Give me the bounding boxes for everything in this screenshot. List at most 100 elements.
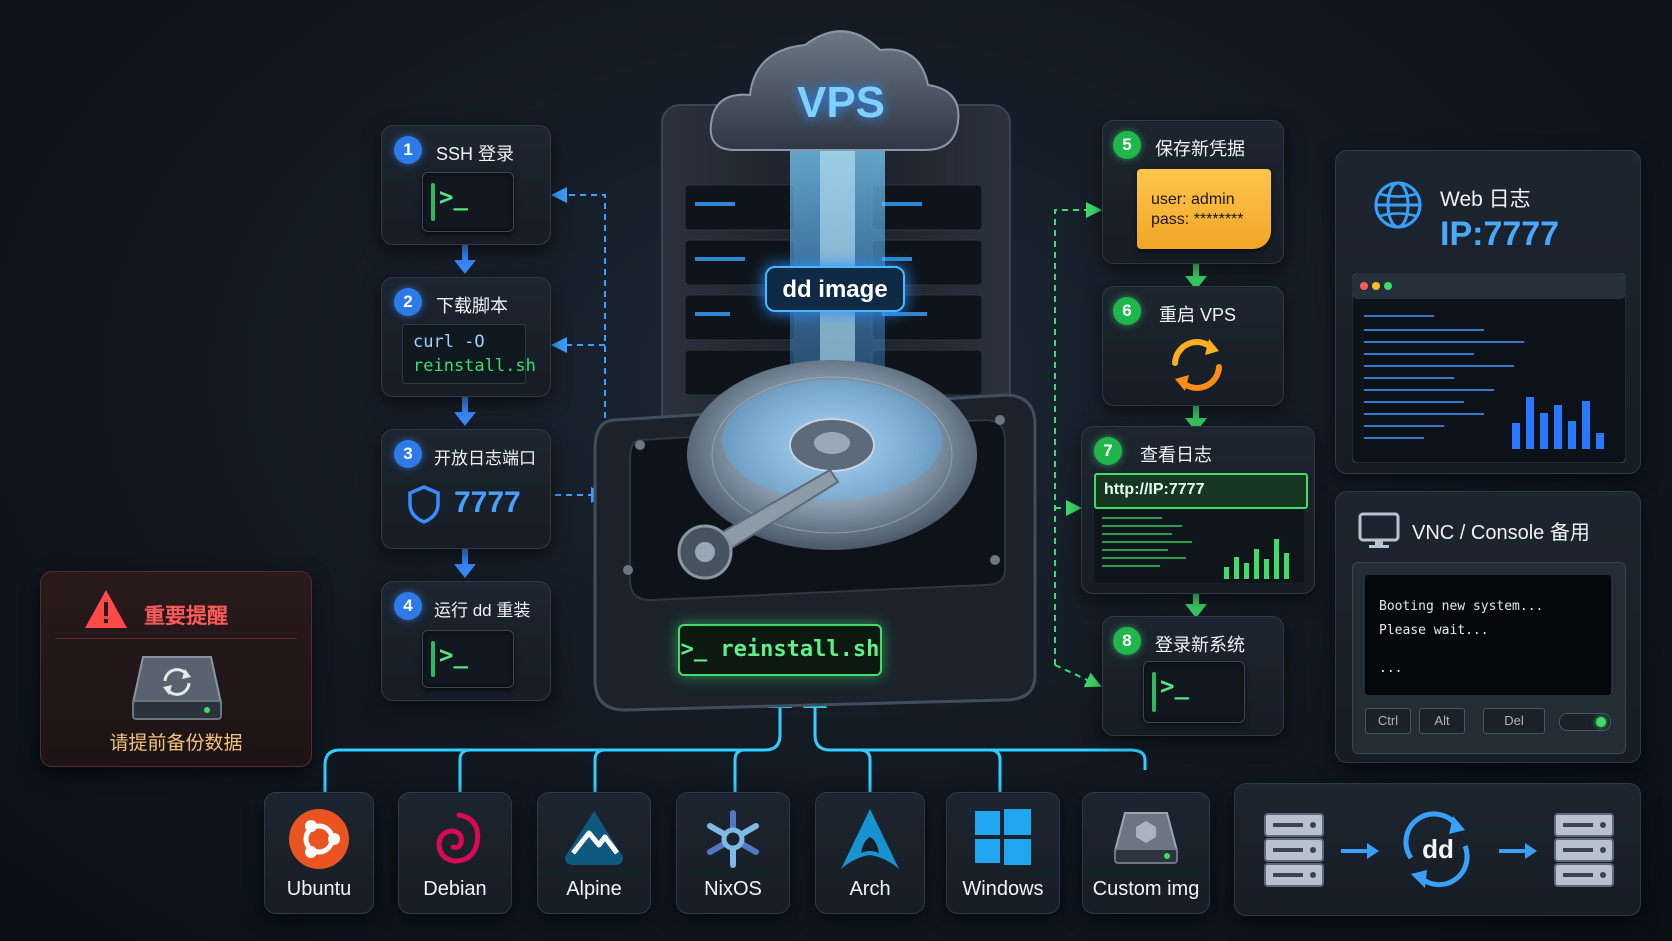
target-server-icon [1554, 813, 1614, 887]
step-7-title: 查看日志 [1140, 445, 1212, 465]
note-line-user: user: admin [1151, 191, 1235, 208]
step-3-card: 3 开放日志端口 7777 [381, 429, 551, 549]
weblog-panel: Web 日志 IP:7777 [1335, 150, 1641, 474]
os-label: Custom img [1092, 878, 1200, 900]
os-label: NixOS [704, 878, 762, 900]
dd-cycle-icon [1403, 811, 1470, 888]
code-line-2: reinstall.sh [413, 356, 536, 376]
os-tile-debian[interactable]: Debian [398, 792, 512, 914]
alpine-icon [565, 811, 623, 865]
step-4-title: 运行 dd 重装 [434, 601, 531, 620]
warning-text: 请提前备份数据 [109, 733, 243, 754]
weblog-browser-window [1352, 273, 1626, 463]
vnc-screen: Booting new system... Please wait... ...… [1352, 562, 1626, 754]
os-tree-right [803, 684, 1147, 770]
refresh-icon [1172, 339, 1222, 391]
warning-panel: 重要提醒 请提前备份数据 [40, 571, 312, 767]
arch-icon [841, 809, 899, 869]
step-1-title: SSH 登录 [436, 144, 515, 164]
os-label: Arch [849, 878, 891, 900]
backup-disk-icon [131, 656, 223, 720]
ubuntu-icon [289, 809, 349, 869]
os-label: Debian [423, 878, 487, 900]
source-server-icon [1264, 813, 1324, 887]
step-8-badge: 8 [1113, 627, 1141, 655]
terminal-icon: >_ [1143, 661, 1245, 723]
log-url-bar: http://IP:7777 [1094, 473, 1308, 509]
step-8-card: 8 登录新系统 >_ [1102, 616, 1284, 736]
link-step1 [551, 187, 606, 550]
shield-icon [408, 485, 440, 524]
os-tree [323, 684, 792, 792]
step-4-badge: 4 [394, 592, 422, 620]
vnc-line-3: ... [1379, 661, 1403, 676]
warning-icon [85, 590, 127, 628]
step-1-badge: 1 [394, 136, 422, 164]
os-tile-nixos[interactable]: NixOS [676, 792, 790, 914]
log-preview [1094, 509, 1304, 583]
os-label: Alpine [566, 878, 622, 900]
log-url: http://IP:7777 [1104, 481, 1205, 498]
link-step5 [1054, 202, 1102, 665]
link-step8 [1054, 664, 1102, 688]
debian-icon [436, 812, 481, 864]
reinstall-command-label: >_ reinstall.sh [678, 624, 882, 676]
os-tile-custom-img[interactable]: Custom img [1082, 792, 1210, 914]
vnc-line-1: Booting new system... [1379, 599, 1544, 614]
os-tile-windows[interactable]: Windows [946, 792, 1060, 914]
step-4-card: 4 运行 dd 重装 >_ [381, 581, 551, 701]
port-number: 7777 [454, 486, 521, 519]
step-2-title: 下载脚本 [436, 296, 508, 316]
download-code-box: curl -O reinstall.sh [402, 324, 536, 384]
dd-cycle-label: dd [1422, 834, 1454, 864]
step-5-card: 5 保存新凭据 user: admin pass: ******** [1102, 120, 1284, 264]
globe-icon [1374, 181, 1422, 229]
step-2-badge: 2 [394, 288, 422, 316]
key-del-button[interactable]: Del [1483, 708, 1545, 734]
vnc-console: Booting new system... Please wait... ... [1365, 575, 1611, 695]
vnc-title: VNC / Console 备用 [1412, 522, 1590, 544]
step-3-title: 开放日志端口 [434, 449, 536, 468]
step-6-card: 6 重启 VPS [1102, 286, 1284, 406]
warning-title: 重要提醒 [144, 605, 228, 628]
power-toggle[interactable] [1559, 713, 1611, 731]
os-tile-ubuntu[interactable]: Ubuntu [264, 792, 374, 914]
vnc-panel: VNC / Console 备用 Booting new system... P… [1335, 491, 1641, 763]
step-6-title: 重启 VPS [1159, 305, 1237, 325]
terminal-icon: >_ [422, 172, 514, 232]
step-8-title: 登录新系统 [1155, 635, 1245, 655]
arrow-right-icon [1499, 843, 1537, 859]
windows-icon [975, 809, 1031, 865]
step-3-badge: 3 [394, 440, 422, 468]
os-label: Windows [962, 878, 1044, 900]
step-6-badge: 6 [1113, 297, 1141, 325]
vnc-line-2: Please wait... [1379, 623, 1489, 638]
note-line-pass: pass: ******** [1151, 211, 1244, 228]
os-tile-arch[interactable]: Arch [815, 792, 925, 914]
os-label: Ubuntu [286, 878, 352, 900]
arrow-right-icon [1341, 843, 1379, 859]
key-alt-button[interactable]: Alt [1419, 708, 1465, 734]
credential-note: user: admin pass: ******** [1137, 169, 1271, 249]
step-7-badge: 7 [1094, 437, 1122, 465]
cloud-label: VPS [796, 78, 886, 127]
os-tile-alpine[interactable]: Alpine [537, 792, 651, 914]
key-ctrl-button[interactable]: Ctrl [1365, 708, 1411, 734]
step-1-card: 1 SSH 登录 >_ [381, 125, 551, 245]
power-led [1596, 717, 1606, 727]
weblog-address: IP:7777 [1440, 215, 1560, 253]
dd-image-label: dd image [765, 266, 905, 312]
nixos-icon [707, 810, 759, 868]
step-7-card: 7 查看日志 http://IP:7777 [1081, 426, 1315, 594]
disk-image-icon [1113, 812, 1179, 864]
step-2-card: 2 下载脚本 curl -O reinstall.sh [381, 277, 551, 397]
monitor-icon [1358, 512, 1400, 548]
terminal-icon: >_ [422, 630, 514, 688]
warning-divider [55, 638, 297, 639]
step-5-badge: 5 [1113, 131, 1141, 159]
dd-flow-panel: dd [1234, 783, 1641, 916]
code-line-1: curl -O [413, 332, 485, 352]
weblog-title: Web 日志 [1440, 188, 1531, 211]
step-5-title: 保存新凭据 [1155, 139, 1245, 159]
